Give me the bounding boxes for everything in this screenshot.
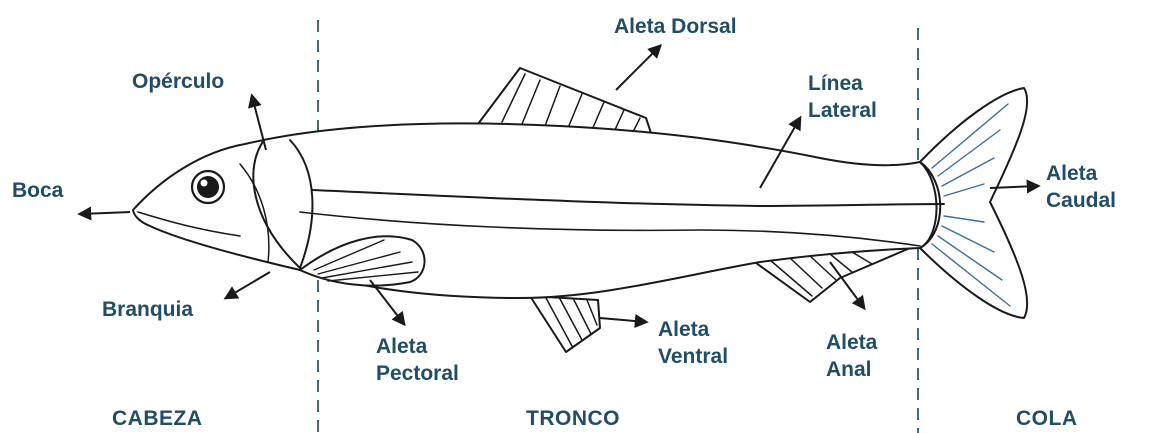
label-aleta-anal: Aleta Anal — [826, 329, 877, 383]
label-aleta-anal-line2: Anal — [826, 356, 877, 383]
label-aleta-pectoral: Aleta Pectoral — [376, 333, 459, 387]
section-cola: COLA — [1016, 405, 1078, 432]
arrow-branquia — [226, 272, 270, 298]
label-aleta-caudal: Aleta Caudal — [1046, 160, 1116, 214]
label-branquia: Branquia — [102, 296, 193, 323]
arrow-boca — [80, 212, 130, 214]
section-tronco: TRONCO — [526, 405, 620, 432]
section-cola-text: COLA — [1016, 405, 1078, 432]
label-branquia-text: Branquia — [102, 296, 193, 323]
label-aleta-ventral: Aleta Ventral — [658, 316, 728, 370]
section-tronco-text: TRONCO — [526, 405, 620, 432]
label-linea-lateral: Línea Lateral — [808, 70, 877, 124]
arrow-aleta-dorsal — [616, 46, 660, 90]
label-operculo-text: Opérculo — [132, 68, 224, 95]
label-aleta-ventral-line2: Ventral — [658, 343, 728, 370]
label-operculo: Opérculo — [132, 68, 224, 95]
label-aleta-caudal-line2: Caudal — [1046, 187, 1116, 214]
section-cabeza-text: CABEZA — [112, 405, 203, 432]
label-aleta-ventral-line1: Aleta — [658, 316, 728, 343]
label-aleta-dorsal-text: Aleta Dorsal — [614, 13, 737, 40]
section-cabeza: CABEZA — [112, 405, 203, 432]
label-boca: Boca — [12, 177, 63, 204]
label-aleta-anal-line1: Aleta — [826, 329, 877, 356]
label-aleta-caudal-line1: Aleta — [1046, 160, 1116, 187]
label-aleta-dorsal: Aleta Dorsal — [614, 13, 737, 40]
label-linea-lateral-line2: Lateral — [808, 97, 877, 124]
label-aleta-pectoral-line2: Pectoral — [376, 360, 459, 387]
arrow-aleta-ventral — [600, 318, 646, 322]
label-boca-text: Boca — [12, 177, 63, 204]
eye — [192, 171, 224, 203]
label-aleta-pectoral-line1: Aleta — [376, 333, 459, 360]
label-linea-lateral-line1: Línea — [808, 70, 877, 97]
